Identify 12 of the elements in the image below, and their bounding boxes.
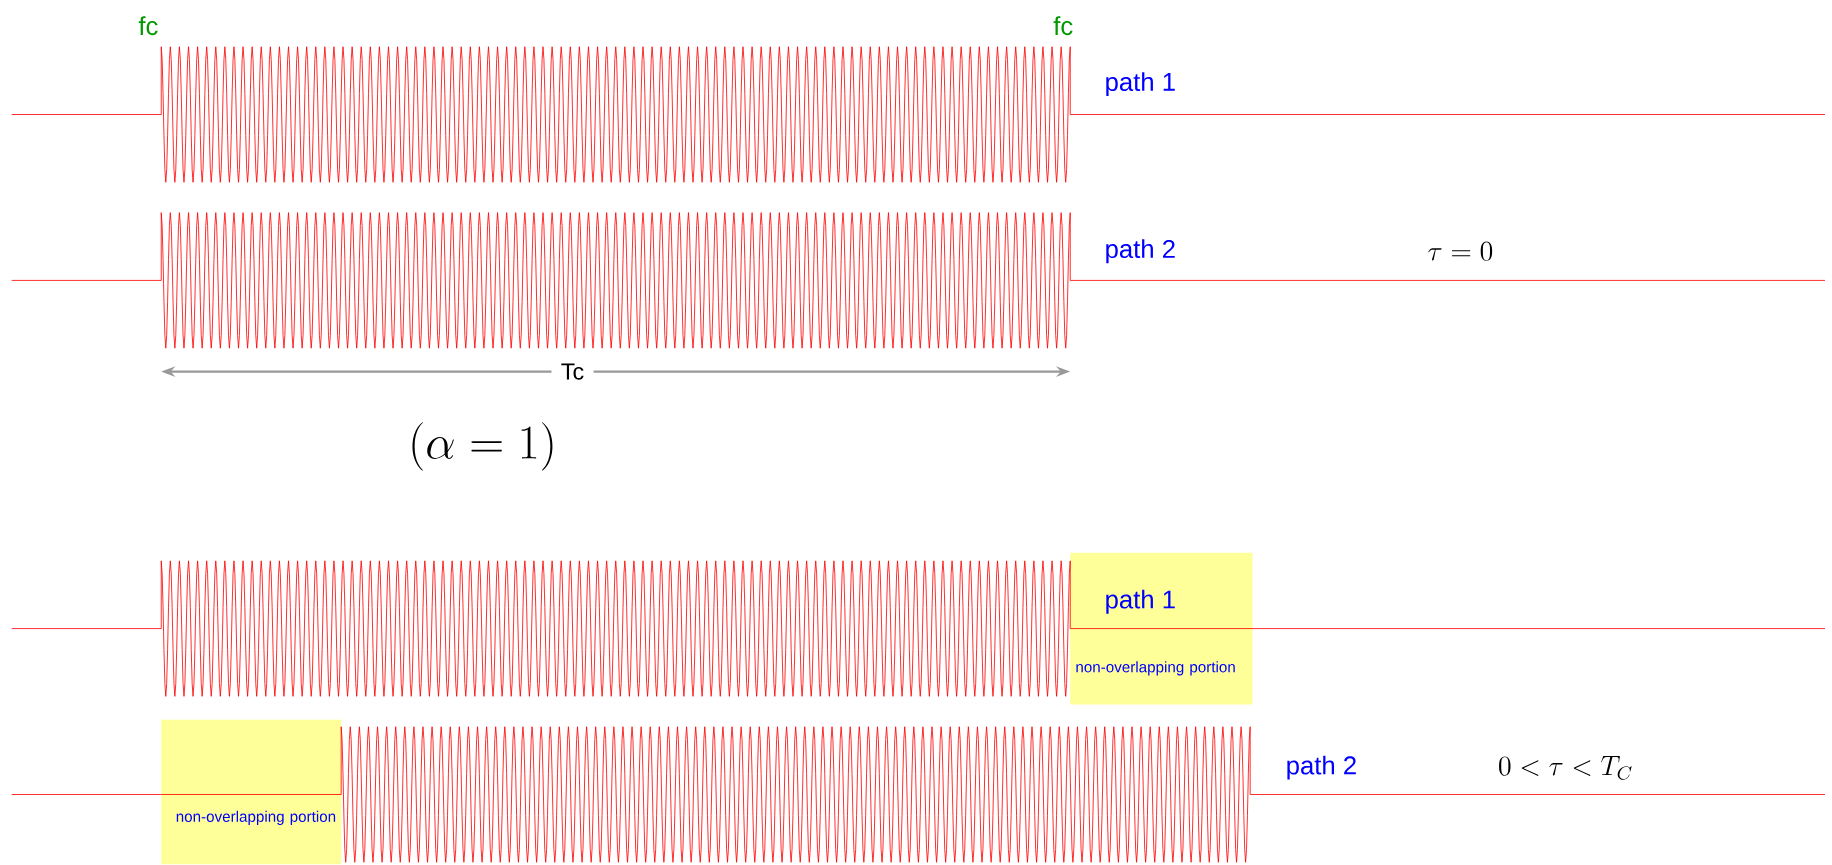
path-label: path 2 bbox=[1106, 239, 1175, 264]
path-label: path 2 bbox=[1287, 755, 1356, 780]
path-label: path 1 bbox=[1106, 72, 1175, 97]
delay-formula: $0 < \tau < T_C$ bbox=[1499, 756, 1632, 780]
frequency-label: fc bbox=[138, 16, 158, 36]
path-label: path 1 bbox=[1106, 589, 1175, 614]
alpha-formula: $(\alpha = 1)$ bbox=[412, 422, 553, 471]
portion-label: non-overlapping portion bbox=[176, 811, 336, 826]
duration-label: Tc bbox=[551, 354, 594, 390]
delay-formula: $\tau = 0$ bbox=[1428, 241, 1493, 262]
frequency-label: fc bbox=[1053, 16, 1073, 36]
portion-label: non-overlapping portion bbox=[1076, 661, 1235, 676]
